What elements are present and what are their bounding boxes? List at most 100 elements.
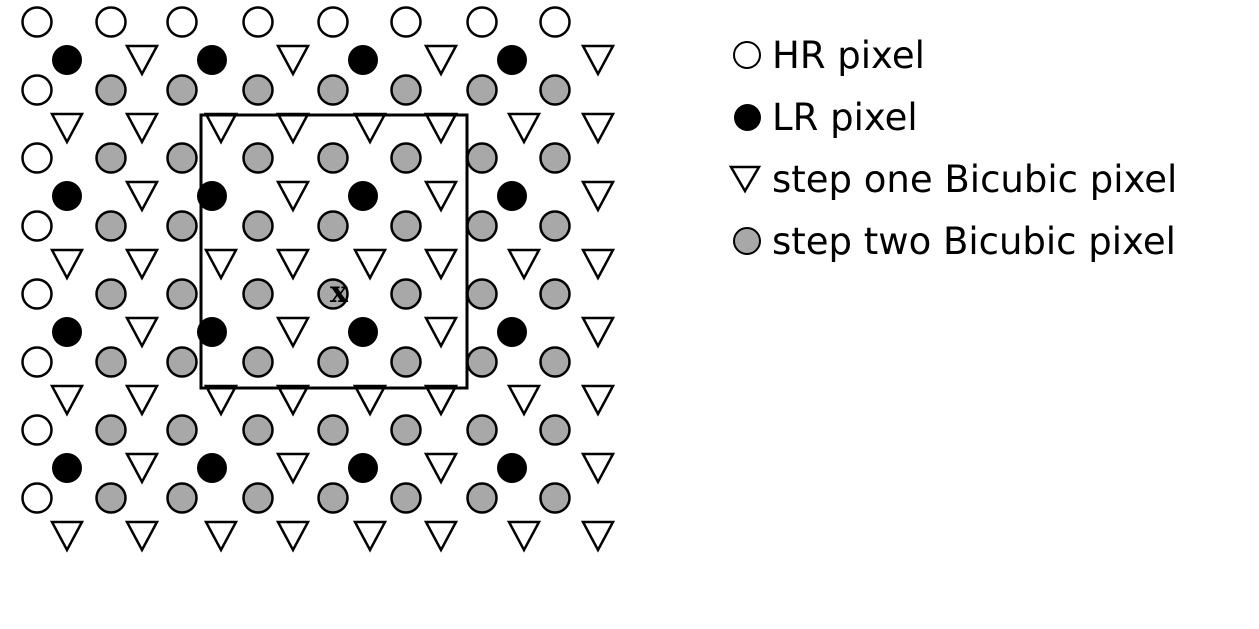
lr-pixel bbox=[348, 45, 378, 75]
step-one-bicubic-pixel bbox=[124, 384, 160, 417]
hr-pixel bbox=[21, 414, 53, 446]
step-two-bicubic-pixel bbox=[390, 278, 422, 310]
legend: HR pixel LR pixel step one Bicubic pixel… bbox=[728, 24, 1177, 272]
step-two-bicubic-pixel bbox=[539, 74, 571, 106]
step-two-bicubic-pixel bbox=[242, 482, 274, 514]
step-two-bicubic-pixel bbox=[95, 346, 127, 378]
step-two-bicubic-pixel bbox=[95, 210, 127, 242]
step-two-bicubic-pixel bbox=[317, 210, 349, 242]
step-one-bicubic-pixel bbox=[124, 112, 160, 145]
legend-item-step-two: step two Bicubic pixel bbox=[728, 210, 1177, 272]
step-one-bicubic-pixel bbox=[49, 112, 85, 145]
legend-label: HR pixel bbox=[772, 33, 925, 77]
step-one-bicubic-pixel bbox=[203, 384, 239, 417]
hr-pixel bbox=[21, 210, 53, 242]
hr-pixel bbox=[21, 6, 53, 38]
step-two-bicubic-pixel bbox=[466, 414, 498, 446]
step-two-bicubic-pixel bbox=[242, 210, 274, 242]
step-two-bicubic-pixel bbox=[242, 142, 274, 174]
lr-pixel bbox=[348, 181, 378, 211]
step-two-bicubic-pixel bbox=[166, 210, 198, 242]
step-one-bicubic-pixel bbox=[49, 384, 85, 417]
step-one-bicubic-pixel bbox=[124, 180, 160, 213]
legend-label: LR pixel bbox=[772, 95, 918, 139]
step-one-bicubic-pixel bbox=[49, 248, 85, 281]
step-one-bicubic-pixel bbox=[203, 248, 239, 281]
hr-pixel bbox=[539, 6, 571, 38]
lr-pixel bbox=[497, 45, 527, 75]
step-two-bicubic-pixel bbox=[166, 414, 198, 446]
pixel-grid bbox=[21, 6, 616, 553]
step-one-bicubic-pixel bbox=[580, 520, 616, 553]
step-one-bicubic-pixel bbox=[124, 520, 160, 553]
hr-pixel bbox=[317, 6, 349, 38]
step-two-bicubic-pixel bbox=[539, 142, 571, 174]
step-two-bicubic-pixel bbox=[539, 210, 571, 242]
step-two-bicubic-pixel bbox=[317, 278, 349, 310]
step-one-bicubic-pixel bbox=[124, 44, 160, 77]
step-one-bicubic-pixel bbox=[124, 452, 160, 485]
triangle-down-icon bbox=[728, 165, 762, 194]
hr-pixel bbox=[21, 482, 53, 514]
step-one-bicubic-pixel bbox=[423, 44, 459, 77]
lr-pixel bbox=[52, 317, 82, 347]
lr-pixel bbox=[197, 181, 227, 211]
step-one-bicubic-pixel bbox=[203, 112, 239, 145]
step-two-bicubic-pixel bbox=[390, 210, 422, 242]
legend-item-step-one: step one Bicubic pixel bbox=[728, 148, 1177, 210]
step-two-bicubic-pixel bbox=[390, 414, 422, 446]
hr-pixel bbox=[95, 6, 127, 38]
step-two-bicubic-pixel bbox=[466, 278, 498, 310]
step-one-bicubic-pixel bbox=[352, 248, 388, 281]
hr-pixel bbox=[390, 6, 422, 38]
step-one-bicubic-pixel bbox=[275, 44, 311, 77]
step-one-bicubic-pixel bbox=[49, 520, 85, 553]
step-two-bicubic-pixel bbox=[166, 278, 198, 310]
lr-pixel bbox=[52, 181, 82, 211]
step-two-bicubic-pixel bbox=[95, 414, 127, 446]
step-two-bicubic-pixel bbox=[539, 278, 571, 310]
step-one-bicubic-pixel bbox=[506, 384, 542, 417]
black-circle-icon bbox=[734, 103, 761, 131]
hr-pixel bbox=[466, 6, 498, 38]
step-one-bicubic-pixel bbox=[352, 112, 388, 145]
step-two-bicubic-pixel bbox=[242, 346, 274, 378]
step-one-bicubic-pixel bbox=[423, 248, 459, 281]
step-two-bicubic-pixel bbox=[242, 414, 274, 446]
step-one-bicubic-pixel bbox=[580, 44, 616, 77]
step-two-bicubic-pixel bbox=[166, 74, 198, 106]
hr-pixel bbox=[21, 74, 53, 106]
step-two-bicubic-pixel bbox=[539, 346, 571, 378]
step-one-bicubic-pixel bbox=[352, 384, 388, 417]
step-two-bicubic-pixel bbox=[166, 346, 198, 378]
hr-pixel bbox=[21, 278, 53, 310]
legend-label: step two Bicubic pixel bbox=[772, 219, 1176, 263]
step-two-bicubic-pixel bbox=[466, 346, 498, 378]
step-one-bicubic-pixel bbox=[275, 316, 311, 349]
lr-pixel bbox=[52, 453, 82, 483]
step-two-bicubic-pixel bbox=[390, 346, 422, 378]
selection-window bbox=[199, 113, 469, 390]
step-two-bicubic-pixel bbox=[95, 482, 127, 514]
step-one-bicubic-pixel bbox=[275, 180, 311, 213]
step-one-bicubic-pixel bbox=[275, 384, 311, 417]
step-one-bicubic-pixel bbox=[423, 112, 459, 145]
step-two-bicubic-pixel bbox=[317, 142, 349, 174]
step-one-bicubic-pixel bbox=[203, 520, 239, 553]
lr-pixel bbox=[497, 317, 527, 347]
step-one-bicubic-pixel bbox=[580, 316, 616, 349]
step-two-bicubic-pixel bbox=[466, 74, 498, 106]
gray-circle-icon bbox=[733, 227, 761, 255]
step-one-bicubic-pixel bbox=[423, 520, 459, 553]
step-two-bicubic-pixel bbox=[539, 414, 571, 446]
step-two-bicubic-pixel bbox=[95, 74, 127, 106]
step-one-bicubic-pixel bbox=[423, 452, 459, 485]
step-two-bicubic-pixel bbox=[466, 210, 498, 242]
lr-pixel bbox=[348, 317, 378, 347]
step-one-bicubic-pixel bbox=[506, 112, 542, 145]
lr-pixel bbox=[197, 453, 227, 483]
hr-pixel bbox=[242, 6, 274, 38]
step-two-bicubic-pixel bbox=[466, 482, 498, 514]
step-one-bicubic-pixel bbox=[580, 112, 616, 145]
step-one-bicubic-pixel bbox=[423, 180, 459, 213]
